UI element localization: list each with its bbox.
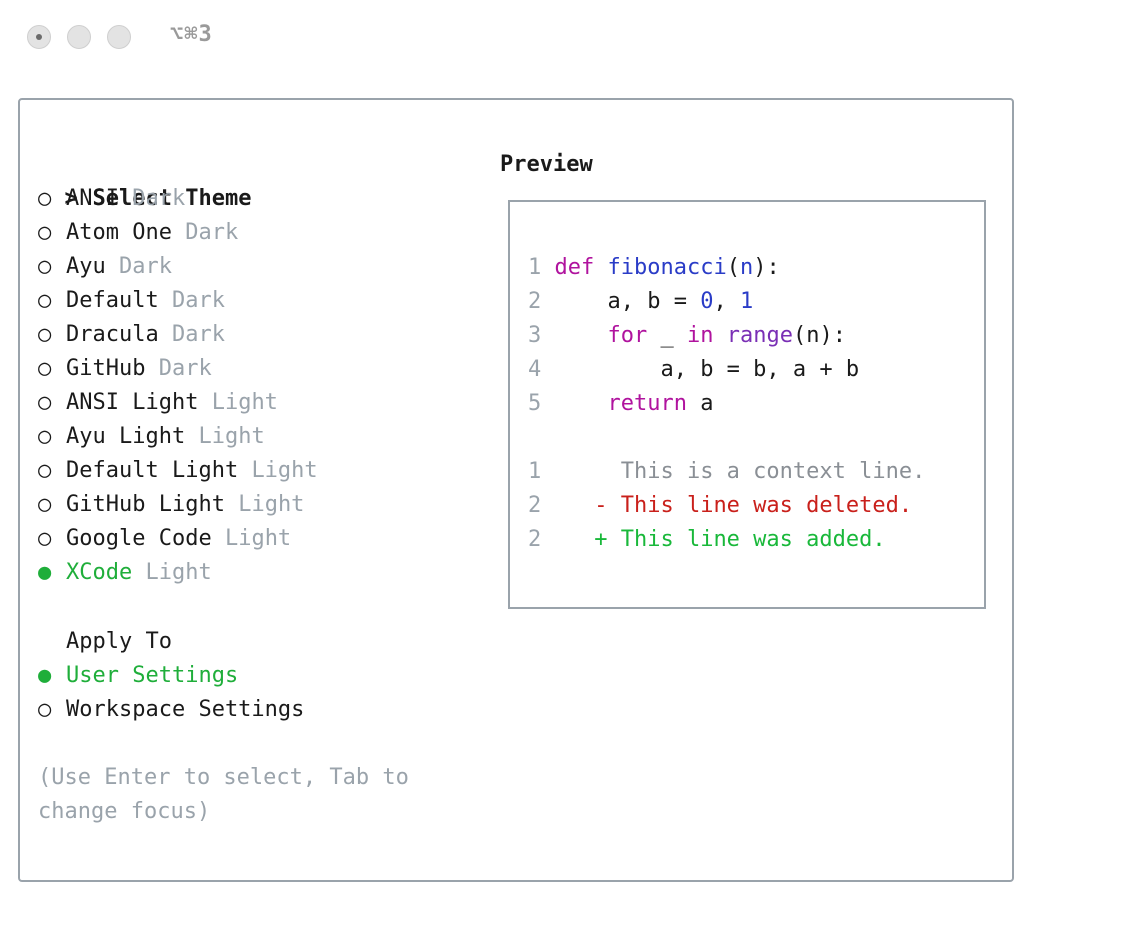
theme-option-name: Ayu — [66, 254, 106, 279]
theme-option[interactable]: ○ GitHub Light Light — [38, 488, 304, 522]
radio-empty-icon: ○ — [38, 390, 52, 415]
radio-empty-icon: ○ — [38, 492, 52, 517]
code-line: 1 def fibonacci(n): — [528, 255, 780, 280]
diff-context-line: 1 This is a context line. — [528, 459, 926, 484]
theme-option-variant: Dark — [185, 220, 239, 245]
theme-option-name: Ayu Light — [66, 424, 186, 449]
radio-empty-icon: ○ — [38, 526, 52, 551]
theme-option-variant: Light — [145, 560, 212, 585]
radio-selected-icon: ● — [38, 560, 52, 585]
theme-option-name: GitHub Light — [66, 492, 225, 517]
theme-option-variant: Dark — [171, 288, 225, 313]
focus-caret-icon: > — [64, 186, 78, 211]
close-window-button[interactable] — [27, 25, 51, 49]
preview-heading: Preview — [500, 152, 593, 177]
minimize-window-button[interactable] — [67, 25, 91, 49]
theme-option-name: Dracula — [66, 322, 159, 347]
theme-option[interactable]: ○ Atom One Dark — [38, 216, 238, 250]
theme-option[interactable]: ○ Default Dark — [38, 284, 225, 318]
help-text: (Use Enter to select, Tab to change focu… — [38, 765, 409, 824]
apply-to-option-name: Workspace Settings — [66, 697, 305, 722]
theme-option-name: Google Code — [66, 526, 212, 551]
theme-option-variant: Light — [238, 492, 305, 517]
theme-option-variant: Light — [198, 424, 265, 449]
theme-option[interactable]: ○ Dracula Dark — [38, 318, 225, 352]
title-bar: ⌥⌘3 — [0, 0, 1140, 76]
radio-empty-icon: ○ — [38, 697, 52, 722]
radio-empty-icon: ○ — [38, 254, 52, 279]
theme-option-name: GitHub — [66, 356, 146, 381]
diff-deleted-line: 2 - This line was deleted. — [528, 493, 913, 518]
theme-option-variant: Dark — [171, 322, 225, 347]
code-line: 4 a, b = b, a + b — [528, 357, 860, 382]
theme-option[interactable]: ○ Ayu Dark — [38, 250, 172, 284]
radio-empty-icon: ○ — [38, 186, 52, 211]
theme-option-name: Atom One — [66, 220, 172, 245]
theme-option[interactable]: ○ Default Light Light — [38, 454, 318, 488]
theme-option[interactable]: ○ Ayu Light Light — [38, 420, 265, 454]
radio-empty-icon: ○ — [38, 288, 52, 313]
window-shortcut-label: ⌥⌘3 — [170, 22, 213, 47]
radio-empty-icon: ○ — [38, 424, 52, 449]
theme-option-variant: Dark — [158, 356, 212, 381]
theme-option-variant: Dark — [119, 254, 172, 279]
radio-empty-icon: ○ — [38, 356, 52, 381]
radio-empty-icon: ○ — [38, 220, 52, 245]
theme-option-variant: Dark — [132, 186, 186, 211]
theme-option-name: ANSI — [66, 186, 119, 211]
apply-to-option[interactable]: ● User Settings — [38, 659, 238, 693]
select-theme-heading: >Select Theme — [38, 148, 252, 211]
maximize-window-button[interactable] — [107, 25, 131, 49]
apply-to-option-name: User Settings — [66, 663, 239, 688]
theme-option-name: XCode — [66, 560, 133, 585]
theme-option-variant: Light — [251, 458, 318, 483]
theme-option[interactable]: ○ Google Code Light — [38, 522, 291, 556]
theme-option-name: Default — [66, 288, 159, 313]
radio-selected-icon: ● — [38, 663, 52, 688]
theme-dialog-panel — [18, 98, 1014, 882]
theme-option[interactable]: ○ ANSI Light Light — [38, 386, 278, 420]
theme-option-variant: Light — [224, 526, 292, 551]
code-line: 3 for _ in range(n): — [528, 323, 846, 348]
theme-option[interactable]: ● XCode Light — [38, 556, 212, 590]
apply-to-heading: Apply To — [66, 629, 172, 654]
theme-option-variant: Light — [211, 390, 278, 415]
theme-option-name: Default Light — [66, 458, 239, 483]
theme-option[interactable]: ○ ANSI Dark — [38, 182, 185, 216]
theme-option-name: ANSI Light — [66, 390, 199, 415]
diff-added-line: 2 + This line was added. — [528, 527, 886, 552]
radio-empty-icon: ○ — [38, 458, 52, 483]
preview-box: 1 def fibonacci(n): 2 a, b = 0, 1 3 for … — [508, 200, 986, 609]
code-line: 5 return a — [528, 391, 714, 416]
theme-option[interactable]: ○ GitHub Dark — [38, 352, 212, 386]
code-line: 2 a, b = 0, 1 — [528, 289, 754, 314]
radio-empty-icon: ○ — [38, 322, 52, 347]
apply-to-option[interactable]: ○ Workspace Settings — [38, 693, 304, 727]
